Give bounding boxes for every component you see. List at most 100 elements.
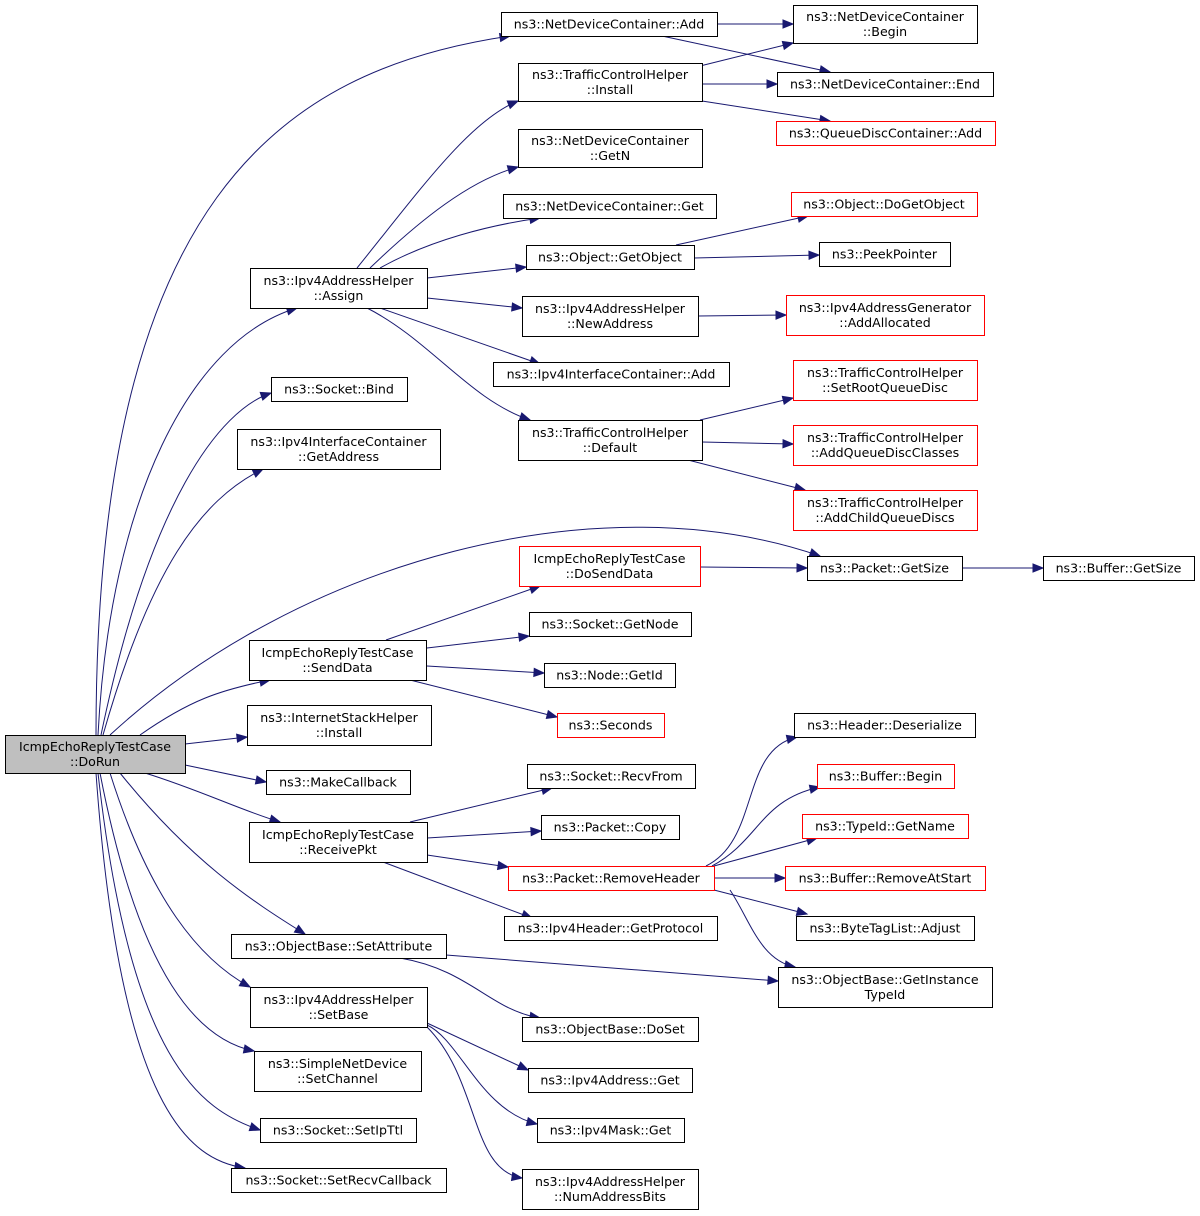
node-box bbox=[778, 967, 993, 1008]
edge-line bbox=[119, 772, 306, 935]
node-ipv4mask-get[interactable]: ns3::Ipv4Mask::Get bbox=[537, 1118, 685, 1143]
node-socket-setrecvcallback[interactable]: ns3::Socket::SetRecvCallback bbox=[231, 1168, 447, 1193]
node-ish-install[interactable]: ns3::InternetStackHelper::Install bbox=[247, 705, 432, 746]
node-ipv4header-getprotocol[interactable]: ns3::Ipv4Header::GetProtocol bbox=[504, 916, 718, 941]
edge-line bbox=[97, 772, 261, 1131]
node-ndc-get[interactable]: ns3::NetDeviceContainer::Get bbox=[503, 194, 717, 219]
node-tch-addchild[interactable]: ns3::TrafficControlHelper::AddChildQueue… bbox=[793, 490, 978, 531]
edge-line bbox=[399, 957, 541, 1019]
node-snd-setchannel[interactable]: ns3::SimpleNetDevice::SetChannel bbox=[254, 1051, 422, 1092]
node-label-line: ns3::NetDeviceContainer bbox=[806, 9, 965, 24]
edge-line bbox=[382, 861, 533, 919]
node-ipv4ag-addallocated[interactable]: ns3::Ipv4AddressGenerator::AddAllocated bbox=[786, 295, 985, 336]
node-box bbox=[522, 1017, 699, 1042]
node-seconds[interactable]: ns3::Seconds bbox=[557, 713, 665, 738]
edge-line bbox=[713, 837, 818, 867]
node-box bbox=[777, 72, 994, 97]
node-receivepkt[interactable]: IcmpEchoReplyTestCase::ReceivePkt bbox=[249, 822, 428, 863]
arrowhead-icon bbox=[510, 1171, 524, 1182]
edges-layer bbox=[95, 19, 1045, 1182]
node-packet-copy[interactable]: ns3::Packet::Copy bbox=[541, 815, 680, 840]
node-ipv4ic-add[interactable]: ns3::Ipv4InterfaceContainer::Add bbox=[493, 362, 730, 387]
node-ipv4ah-assign[interactable]: ns3::Ipv4AddressHelper::Assign bbox=[250, 268, 428, 309]
edge-line bbox=[661, 35, 831, 73]
node-ndc-end[interactable]: ns3::NetDeviceContainer::End bbox=[777, 72, 994, 97]
arrowhead-icon bbox=[242, 1044, 256, 1054]
node-label-line: ns3::Ipv4Address::Get bbox=[540, 1073, 679, 1088]
node-tch-install[interactable]: ns3::TrafficControlHelper::Install bbox=[518, 63, 703, 102]
node-box bbox=[776, 121, 996, 146]
node-tch-setroot[interactable]: ns3::TrafficControlHelper::SetRootQueueD… bbox=[793, 360, 978, 401]
node-ipv4ic-getaddress[interactable]: ns3::Ipv4InterfaceContainer::GetAddress bbox=[237, 429, 441, 470]
node-socket-bind[interactable]: ns3::Socket::Bind bbox=[271, 377, 408, 402]
node-box bbox=[793, 490, 978, 531]
edge-ob_setattribute-to-ob_getinstancetypeid bbox=[445, 954, 780, 985]
node-senddata[interactable]: IcmpEchoReplyTestCase::SendData bbox=[249, 640, 427, 681]
node-box bbox=[819, 242, 951, 267]
node-node-getid[interactable]: ns3::Node::GetId bbox=[544, 663, 676, 688]
arrowhead-icon bbox=[251, 468, 265, 478]
node-box bbox=[527, 764, 696, 789]
node-ipv4ah-setbase[interactable]: ns3::Ipv4AddressHelper::SetBase bbox=[250, 987, 428, 1028]
node-label-line: ::Install bbox=[587, 82, 633, 97]
edge-receivepkt-to-socket_recvfrom bbox=[409, 785, 554, 823]
edge-ipv4ah_setbase-to-ipv4mask_get bbox=[426, 1024, 539, 1127]
edge-line bbox=[409, 787, 553, 823]
arrowhead-icon bbox=[259, 391, 273, 401]
node-label-line: ::AddQueueDiscClasses bbox=[811, 445, 959, 460]
node-ipv4address-get[interactable]: ns3::Ipv4Address::Get bbox=[528, 1068, 693, 1093]
node-box bbox=[237, 429, 441, 470]
node-box bbox=[529, 612, 692, 637]
node-typeid-getname[interactable]: ns3::TypeId::GetName bbox=[802, 814, 969, 839]
node-box bbox=[249, 640, 427, 681]
node-root[interactable]: IcmpEchoReplyTestCase::DoRun bbox=[5, 735, 186, 774]
node-box bbox=[508, 866, 715, 891]
node-ob-setattribute[interactable]: ns3::ObjectBase::SetAttribute bbox=[231, 934, 447, 959]
node-tch-addclasses[interactable]: ns3::TrafficControlHelper::AddQueueDiscC… bbox=[793, 425, 978, 466]
node-label-line: ns3::ObjectBase::DoSet bbox=[535, 1022, 684, 1037]
edge-ipv4ah_assign-to-ipv4ic_add bbox=[379, 307, 542, 366]
node-buffer-removeatstart[interactable]: ns3::Buffer::RemoveAtStart bbox=[785, 866, 986, 891]
node-obj-dogetobject[interactable]: ns3::Object::DoGetObject bbox=[791, 192, 978, 217]
edge-packet_removeheader-to-buffer_removeatstart bbox=[714, 873, 787, 883]
edge-line bbox=[701, 100, 831, 122]
node-box bbox=[250, 268, 428, 309]
edge-line bbox=[426, 830, 542, 839]
node-ndc-begin[interactable]: ns3::NetDeviceContainer::Begin bbox=[793, 5, 978, 44]
node-peekpointer[interactable]: ns3::PeekPointer bbox=[819, 242, 951, 267]
node-box bbox=[249, 822, 428, 863]
node-label-line: ns3::Packet::Copy bbox=[554, 820, 667, 835]
edge-ipv4ah_newaddress-to-ipv4ag_addallocated bbox=[697, 310, 788, 320]
arrowhead-icon bbox=[293, 924, 307, 935]
edge-packet_removeheader-to-typeid_getname bbox=[713, 836, 819, 867]
node-label-line: ns3::TypeId::GetName bbox=[815, 819, 955, 834]
node-socket-setipttl[interactable]: ns3::Socket::SetIpTtl bbox=[260, 1118, 417, 1143]
node-ob-doset[interactable]: ns3::ObjectBase::DoSet bbox=[522, 1017, 699, 1042]
edge-root-to-snd_setchannel bbox=[99, 772, 256, 1054]
node-label-line: ns3::Node::GetId bbox=[556, 668, 663, 683]
node-ndc-getn[interactable]: ns3::NetDeviceContainer::GetN bbox=[518, 129, 703, 168]
node-dosenddata[interactable]: IcmpEchoReplyTestCase::DoSendData bbox=[519, 546, 701, 587]
node-makecallback[interactable]: ns3::MakeCallback bbox=[266, 770, 411, 795]
node-box bbox=[260, 1118, 417, 1143]
node-buffer-getsize[interactable]: ns3::Buffer::GetSize bbox=[1043, 556, 1195, 581]
node-packet-removeheader[interactable]: ns3::Packet::RemoveHeader bbox=[508, 866, 715, 891]
arrowhead-icon bbox=[530, 826, 543, 837]
edge-line bbox=[426, 1026, 523, 1179]
node-label-line: ns3::Header::Deserialize bbox=[807, 718, 962, 733]
node-packet-getsize[interactable]: ns3::Packet::GetSize bbox=[807, 556, 963, 581]
node-header-deserialize[interactable]: ns3::Header::Deserialize bbox=[794, 713, 976, 738]
node-label-line: ::Assign bbox=[314, 288, 364, 303]
node-socket-recvfrom[interactable]: ns3::Socket::RecvFrom bbox=[527, 764, 696, 789]
node-ndc-add[interactable]: ns3::NetDeviceContainer::Add bbox=[501, 12, 718, 37]
node-box bbox=[794, 713, 976, 738]
node-obj-getobject[interactable]: ns3::Object::GetObject bbox=[526, 245, 695, 270]
node-ipv4ah-numaddressbits[interactable]: ns3::Ipv4AddressHelper::NumAddressBits bbox=[522, 1169, 699, 1210]
node-ipv4ah-newaddress[interactable]: ns3::Ipv4AddressHelper::NewAddress bbox=[522, 296, 699, 337]
node-btl-adjust[interactable]: ns3::ByteTagList::Adjust bbox=[796, 916, 975, 941]
node-socket-getnode[interactable]: ns3::Socket::GetNode bbox=[529, 612, 692, 637]
node-tch-default[interactable]: ns3::TrafficControlHelper::Default bbox=[518, 420, 703, 461]
node-buffer-begin[interactable]: ns3::Buffer::Begin bbox=[817, 764, 955, 789]
node-qdc-add[interactable]: ns3::QueueDiscContainer::Add bbox=[776, 121, 996, 146]
